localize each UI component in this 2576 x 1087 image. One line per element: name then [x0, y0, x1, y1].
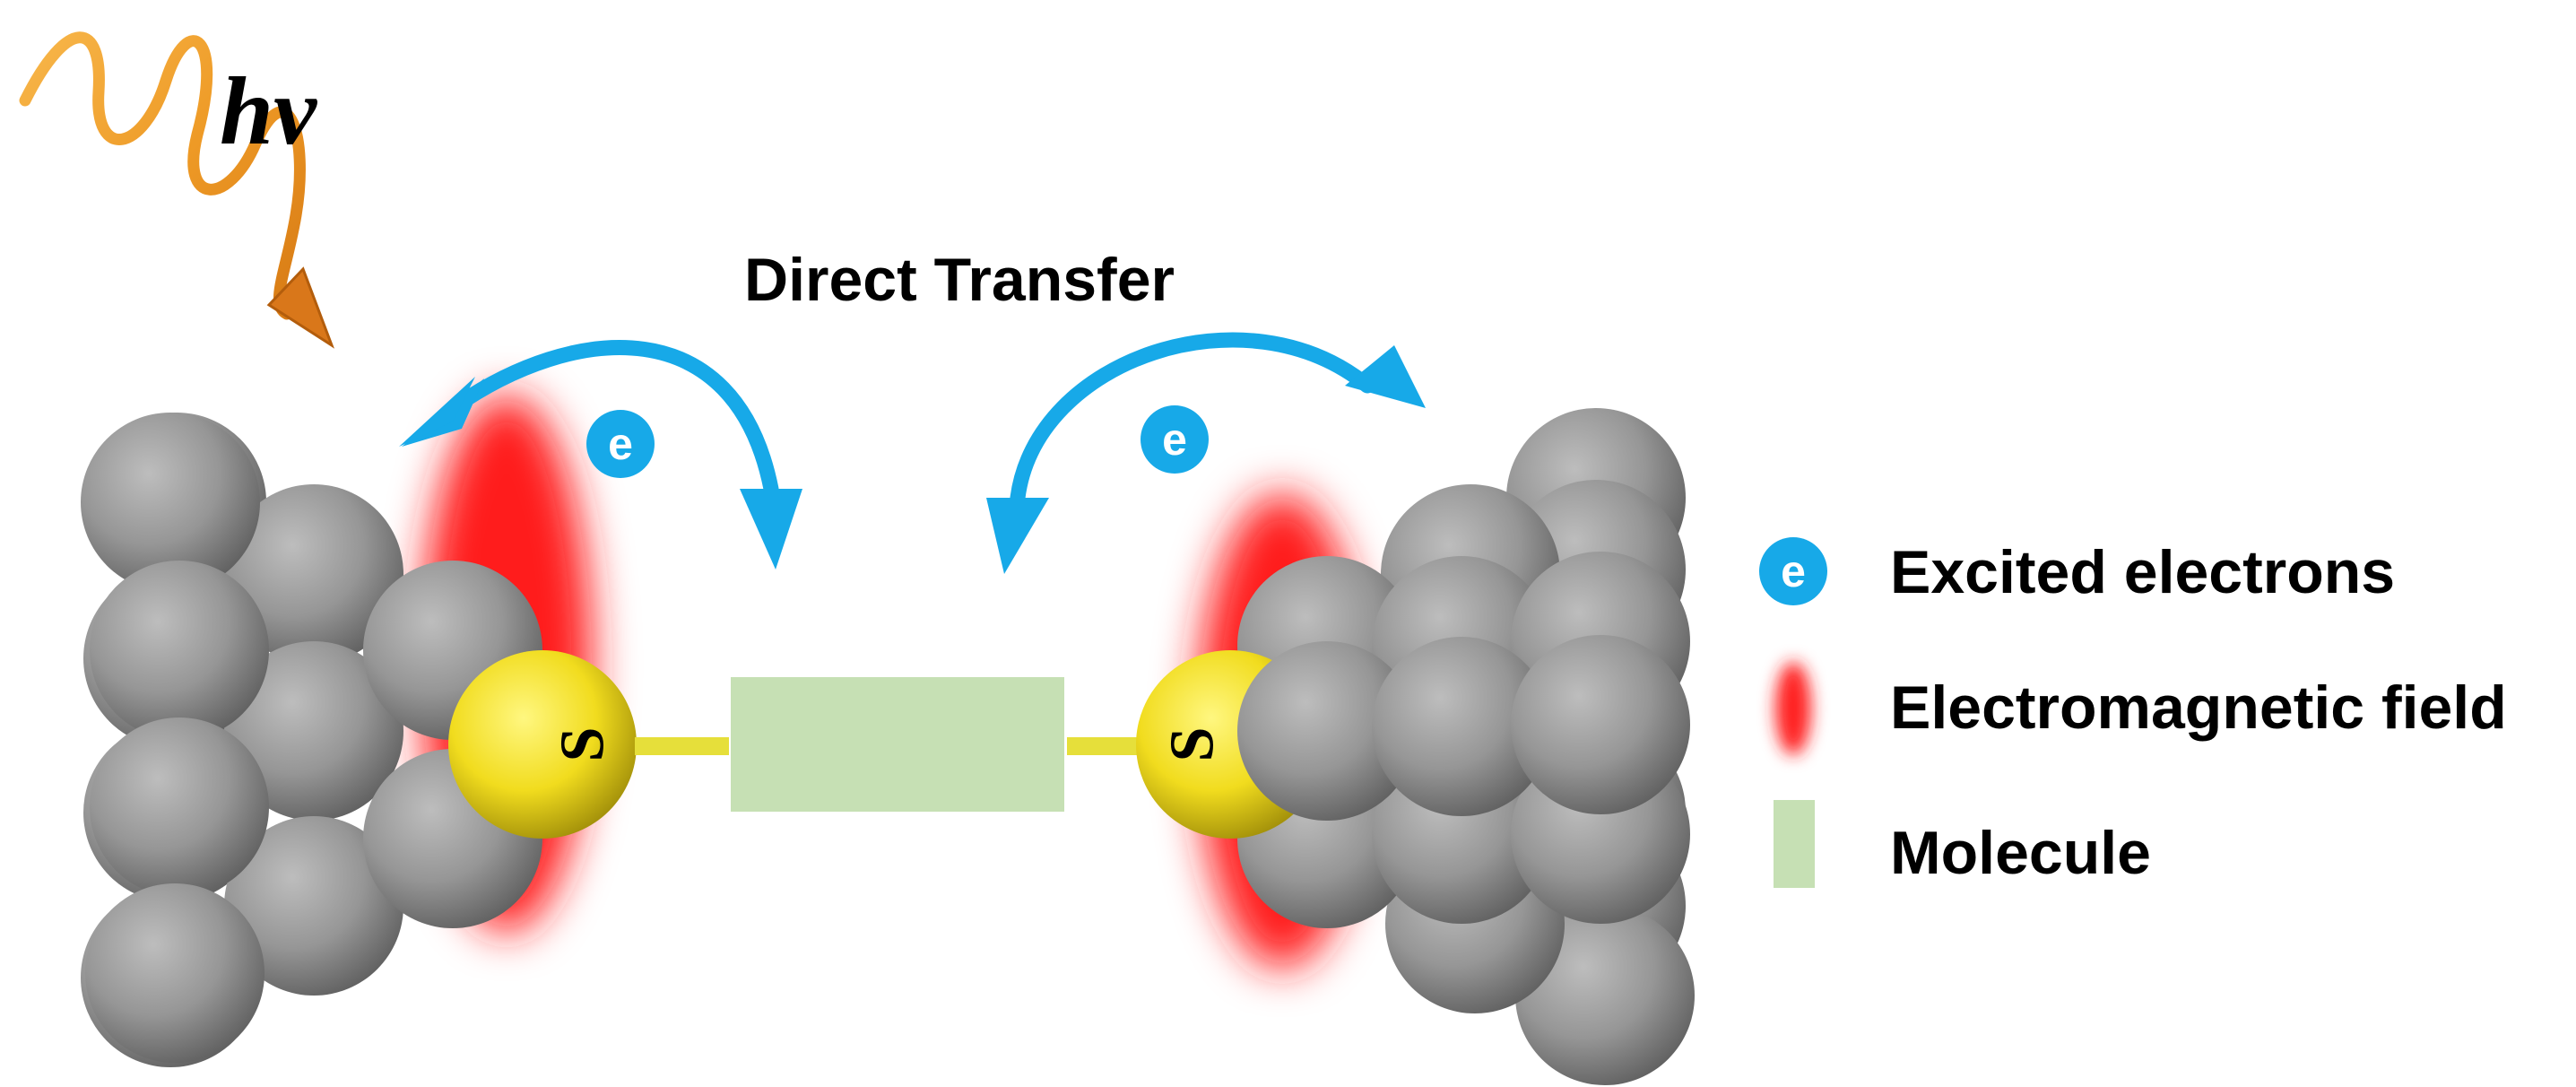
legend: e Excited electrons Electromagnetic fiel…: [1759, 537, 2507, 888]
left-transfer-arrow: [399, 340, 802, 570]
field-icon: [1775, 662, 1811, 755]
atom: [1237, 641, 1417, 821]
legend-electron-symbol: e: [1781, 546, 1806, 596]
right-electron-icon: [1141, 405, 1209, 474]
legend-label-molecule: Molecule: [1890, 819, 2151, 887]
diagram-title: Direct Transfer: [744, 246, 1175, 314]
photon-label: hv: [220, 58, 317, 165]
atom: [1511, 635, 1690, 814]
photon-arrowhead: [266, 266, 335, 349]
atom: [81, 413, 260, 592]
legend-item-electrons: e Excited electrons: [1759, 537, 2395, 606]
right-sulfur-label: S: [1158, 727, 1227, 762]
legend-item-field: Electromagnetic field: [1775, 662, 2507, 755]
atom: [224, 641, 403, 821]
left-sulfur-label: S: [549, 727, 618, 762]
right-electron-label: e: [1162, 414, 1187, 465]
left-sulfur-atom: S: [448, 650, 637, 839]
atom: [85, 883, 265, 1063]
legend-item-molecule: Molecule: [1774, 800, 2151, 888]
right-electrode-front: [1237, 635, 1690, 821]
molecule-icon: [1774, 800, 1815, 888]
legend-label-electrons: Excited electrons: [1890, 538, 2395, 606]
electron-icon: [1759, 537, 1827, 605]
legend-label-field: Electromagnetic field: [1890, 674, 2507, 742]
atom: [90, 717, 269, 897]
atom: [90, 561, 269, 740]
right-linker: [1067, 737, 1139, 755]
atom: [224, 816, 403, 996]
atom: [224, 484, 403, 664]
photon-group: hv: [19, 31, 335, 349]
atom: [1372, 637, 1551, 816]
left-electron-icon: [586, 410, 655, 478]
molecule: [731, 677, 1064, 812]
photon-wave: [19, 31, 306, 320]
left-linker: [635, 737, 729, 755]
left-electron-label: e: [608, 419, 633, 469]
left-electrode: [81, 413, 542, 1067]
right-transfer-arrow: [986, 332, 1426, 574]
